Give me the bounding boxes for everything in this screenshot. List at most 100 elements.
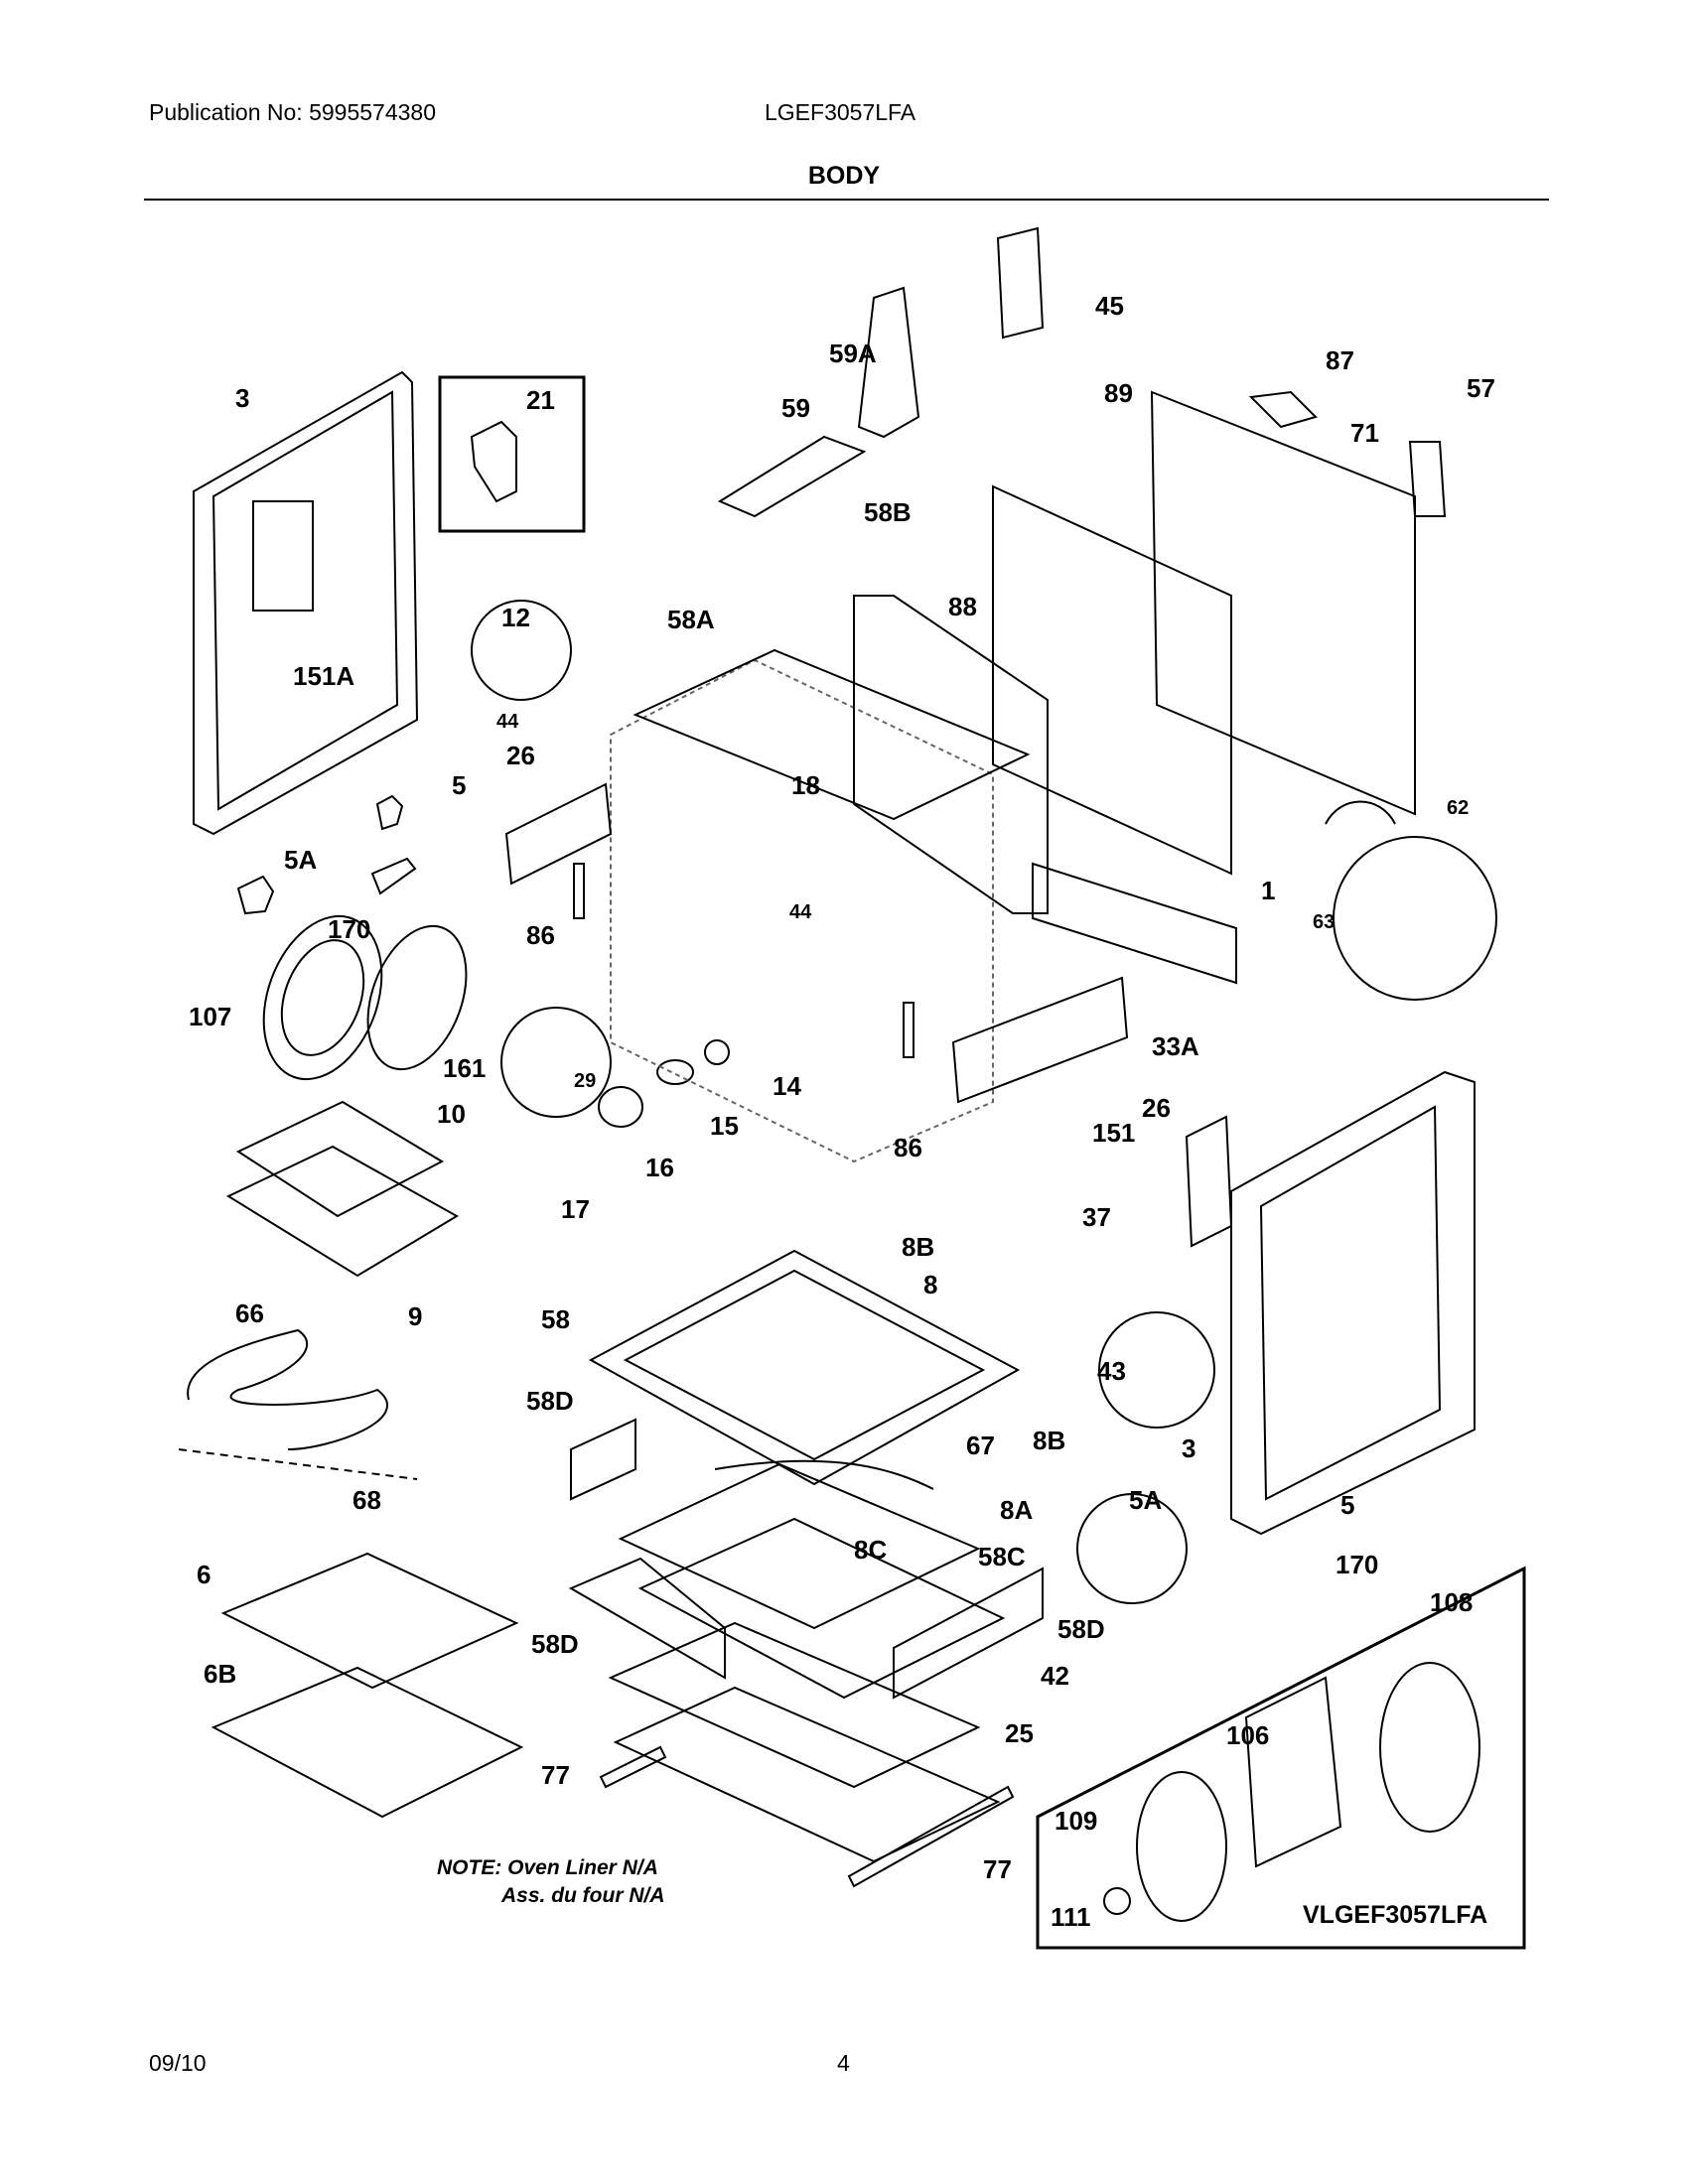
callout-87: 87: [1326, 345, 1354, 375]
header-rule: [144, 199, 1549, 201]
callout-5-right: 5: [1340, 1490, 1354, 1520]
part-107-fan-inner: [280, 939, 365, 1056]
part-86-right: [903, 1002, 914, 1058]
callout-89: 89: [1104, 378, 1133, 408]
callout-26-right: 26: [1142, 1093, 1171, 1123]
callout-107: 107: [189, 1002, 231, 1031]
part-170-left: [370, 857, 417, 895]
callout-14: 14: [773, 1071, 801, 1101]
callout-66: 66: [235, 1298, 264, 1328]
model-number: LGEF3057LFA: [765, 99, 916, 125]
part-8A-panel: [618, 1462, 981, 1630]
fan-assembly-inset: [1036, 1566, 1526, 1950]
part-45-bracket: [996, 226, 1045, 340]
part-29-circle: [500, 1007, 612, 1118]
callout-17: 17: [561, 1194, 590, 1224]
callout-3: 3: [235, 383, 249, 413]
callout-58A: 58A: [667, 605, 715, 634]
callout-111: 111: [1051, 1902, 1091, 1932]
part-10-broiler-grid: [235, 1100, 445, 1218]
callout-68: 68: [352, 1485, 381, 1515]
callout-58D-front: 58D: [531, 1629, 579, 1659]
part-111-nut: [1103, 1887, 1131, 1915]
part-58D-right: [893, 1567, 1044, 1700]
part-5-left: [375, 794, 404, 831]
part-67-element: [714, 1459, 934, 1490]
part-16-lens: [598, 1086, 643, 1128]
callout-10: 10: [437, 1099, 466, 1129]
callout-21: 21: [526, 385, 555, 415]
part-106-bracket: [1244, 1676, 1342, 1868]
part-8-oven-bottom: [588, 1249, 1021, 1486]
inset-model-label: VLGEF3057LFA: [1303, 1901, 1488, 1929]
part-25-panel: [613, 1686, 1001, 1863]
part-43-circle: [1098, 1311, 1215, 1429]
callout-108: 108: [1430, 1587, 1473, 1617]
publication-number: Publication No: 5995574380: [149, 99, 437, 125]
part-58D-left: [570, 1418, 636, 1501]
callout-86-left: 86: [526, 920, 555, 950]
callout-37: 37: [1082, 1202, 1111, 1232]
part-3-left-door-inner: [211, 390, 399, 811]
part-86-left: [573, 863, 585, 919]
part-151-bracket: [1185, 1115, 1233, 1248]
part-161-gasket: [366, 924, 468, 1071]
callout-151A: 151A: [293, 661, 354, 691]
callout-16: 16: [645, 1153, 674, 1182]
callout-58: 58: [541, 1304, 570, 1334]
callout-8C: 8C: [854, 1535, 887, 1565]
callout-170-right: 170: [1336, 1550, 1378, 1579]
callout-42: 42: [1041, 1661, 1069, 1691]
part-3-left-door: [193, 370, 419, 836]
callout-161: 161: [443, 1053, 486, 1083]
callout-25: 25: [1005, 1718, 1034, 1748]
callout-62: 62: [1447, 797, 1469, 819]
callout-8B-bottom: 8B: [1033, 1426, 1065, 1455]
callout-26-left: 26: [506, 741, 535, 770]
callout-63: 63: [1313, 911, 1335, 933]
footer-date: 09/10: [149, 2050, 207, 2076]
callout-15: 15: [710, 1111, 739, 1141]
part-68-line: [178, 1448, 418, 1480]
callout-71: 71: [1350, 418, 1379, 448]
part-109-fan-blade: [1136, 1771, 1227, 1922]
callout-58C: 58C: [978, 1542, 1026, 1571]
part-62-arrow: [1325, 800, 1396, 825]
callout-9: 9: [408, 1301, 422, 1331]
part-71-rear-cover: [1150, 390, 1416, 816]
note-oven-liner: NOTE: Oven Liner N/A: [437, 1856, 658, 1879]
callout-44-left: 44: [496, 711, 519, 733]
part-8-inner: [623, 1269, 986, 1461]
part-9-broiler-pan: [225, 1145, 459, 1278]
part-151A-bracket: [252, 500, 314, 612]
callout-58D-left: 58D: [526, 1386, 574, 1416]
part-21-inset-box: [438, 375, 586, 533]
part-58A-insulation: [633, 648, 1031, 821]
callout-1: 1: [1261, 876, 1275, 905]
footer-page-number: 4: [837, 2050, 850, 2076]
callout-18: 18: [791, 770, 820, 800]
part-5A-circle: [1076, 1493, 1188, 1604]
part-107-fan-cover: [262, 914, 383, 1081]
callout-33A: 33A: [1152, 1031, 1199, 1061]
callout-8B-top: 8B: [902, 1232, 934, 1262]
part-6-rack: [220, 1552, 519, 1690]
callout-5: 5: [452, 770, 466, 800]
part-57-vent: [1408, 441, 1447, 517]
callout-6: 6: [197, 1560, 211, 1589]
callout-151: 151: [1092, 1118, 1135, 1148]
callout-5A: 5A: [284, 845, 317, 875]
part-58B-insulation: [853, 595, 1049, 914]
callout-8A: 8A: [1000, 1495, 1033, 1525]
callout-58D-right: 58D: [1057, 1614, 1105, 1644]
part-59-duct: [717, 435, 867, 518]
part-12-circle: [471, 600, 572, 701]
part-26-rail-left: [504, 782, 613, 886]
callout-88: 88: [948, 592, 977, 621]
part-6B-rack: [211, 1666, 524, 1819]
callout-109: 109: [1055, 1806, 1097, 1836]
note-oven-liner-fr: Ass. du four N/A: [501, 1884, 665, 1907]
callout-12: 12: [501, 603, 530, 632]
callout-77-left: 77: [541, 1760, 570, 1790]
